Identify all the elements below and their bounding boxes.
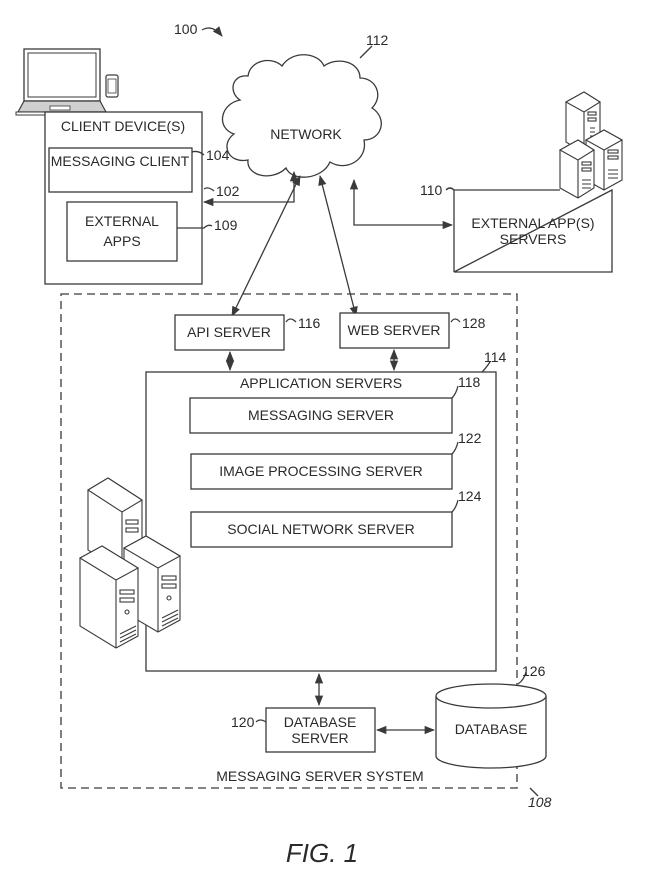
image-processing-server-label: IMAGE PROCESSING SERVER [219,463,423,479]
external-apps-box [66,201,178,262]
external-apps-line1: EXTERNAL [85,213,159,229]
leader-122 [451,441,459,455]
api-server-label: API SERVER [187,324,271,340]
leader-124 [451,499,459,513]
leader-102 [203,187,215,192]
ref-128: 128 [462,315,486,331]
ref-120: 120 [231,714,255,730]
ref-126: 126 [522,663,546,679]
image-processing-server-box [190,453,453,490]
laptop-icon [15,48,109,116]
database-server-line1: DATABASE [284,714,357,730]
leader-114 [481,361,491,373]
leader-118 [451,385,459,399]
database-label: DATABASE [455,721,528,737]
ref-116: 116 [298,315,321,331]
network-cloud [222,54,382,178]
leader-112 [359,45,373,59]
messaging-server-label: MESSAGING SERVER [248,407,394,423]
network-web-connector [318,174,358,318]
ref-114: 114 [484,349,507,365]
ref-124: 124 [458,488,482,504]
leader-109 [177,224,213,229]
external-apps-line2: APPS [103,233,140,249]
social-network-server-label: SOCIAL NETWORK SERVER [227,521,414,537]
server-stack-icon-external [558,91,624,199]
leader-126 [517,671,527,685]
network-label: NETWORK [270,126,342,142]
server-stack-icon-internal [78,477,182,649]
ref-108: 108 [528,794,552,810]
leader-128 [450,318,461,323]
social-network-server-box [190,511,453,548]
web-server-box [339,312,450,349]
external-app-servers-line2: SERVERS [500,231,567,247]
external-app-servers-line1: EXTERNAL APP(S) [471,215,594,231]
database-server-box [265,707,376,753]
ref-122: 122 [458,430,482,446]
application-servers-title: APPLICATION SERVERS [240,375,402,391]
leader-110 [445,187,455,191]
phone-icon [105,74,119,98]
figure-caption: FIG. 1 [286,838,358,868]
figure-ref-100: 100 [174,21,198,37]
database-server-line2: SERVER [291,730,348,746]
messaging-server-system-title: MESSAGING SERVER SYSTEM [216,768,423,784]
ref-104: 104 [206,147,230,163]
ref-102: 102 [216,183,240,199]
leader-116 [285,318,297,323]
messaging-server-box [189,397,453,434]
ref-118: 118 [458,374,481,390]
web-server-label: WEB SERVER [347,322,440,338]
external-app-servers-box [453,188,613,273]
database-cylinder [435,683,547,769]
network-api-connector [231,175,301,317]
messaging-client-box [48,147,193,193]
leader-104 [191,150,205,156]
ref-109: 109 [214,217,238,233]
leader-108 [529,787,539,797]
leader-120 [255,719,267,723]
client-device-title: CLIENT DEVICE(S) [61,118,185,134]
figure-ref-arrow [201,26,223,37]
ref-110: 110 [420,182,443,198]
ref-112: 112 [366,32,389,48]
api-server-box [174,314,285,351]
messaging-client-label: MESSAGING CLIENT [51,153,190,169]
